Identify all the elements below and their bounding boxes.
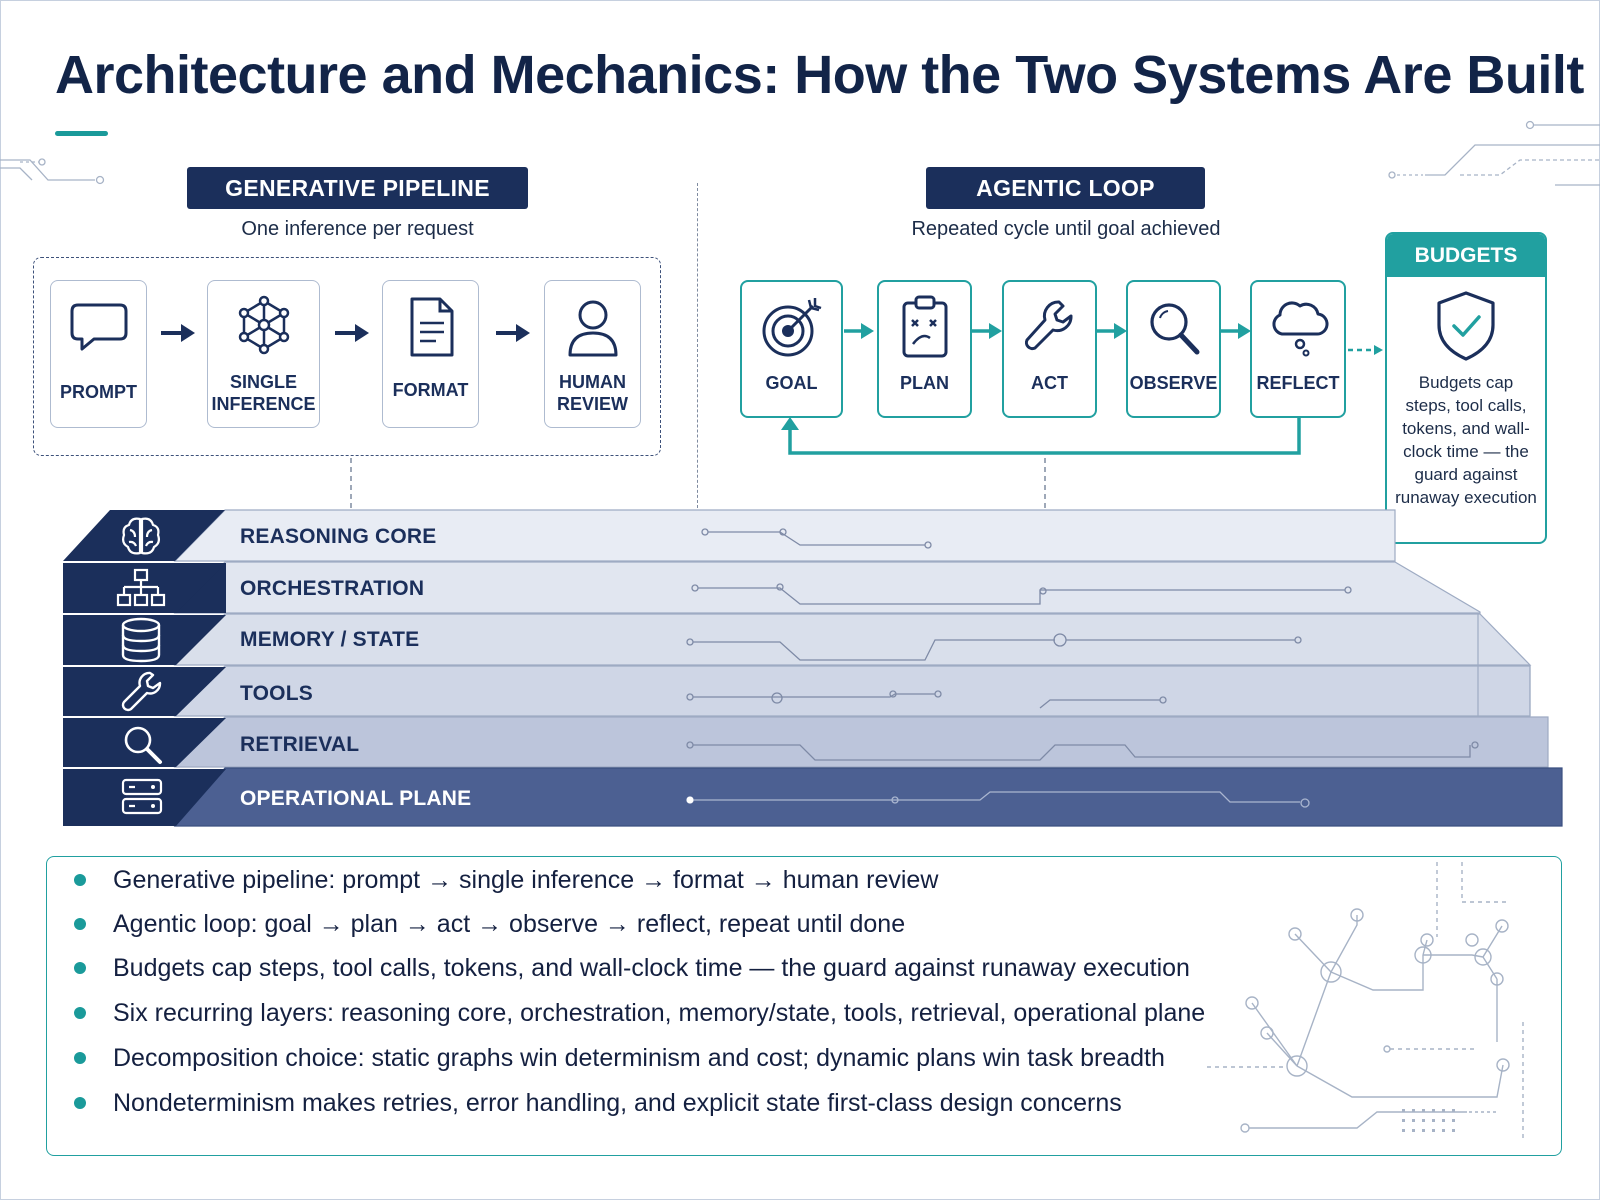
bullet-item: Nondeterminism makes retries, error hand… <box>74 1088 1122 1118</box>
circuit-decoration-bottom-right <box>1207 862 1524 1142</box>
step-format: FORMAT <box>382 280 479 428</box>
step-goal: GOAL <box>740 280 843 418</box>
document-icon <box>410 297 453 357</box>
agentic-loop-header: AGENTIC LOOP <box>926 167 1205 209</box>
arrow-icon <box>335 324 369 342</box>
layer-memory-state: MEMORY / STATE <box>240 628 420 651</box>
bullet-text: Decomposition choice: static graphs win … <box>113 1043 1165 1072</box>
database-icon <box>121 617 161 663</box>
brain-icon <box>122 517 160 555</box>
bullet-text: Six recurring layers: reasoning core, or… <box>113 998 1206 1027</box>
agentic-loop-subtitle: Repeated cycle until goal achieved <box>911 218 1221 240</box>
section-divider <box>697 183 698 513</box>
bullet-text: Generative pipeline: prompt → single inf… <box>113 865 939 894</box>
step-label: GOAL <box>765 373 818 393</box>
bullet-text: Agentic loop: goal → plan → act → observ… <box>113 909 906 938</box>
page-title: Architecture and Mechanics: How the Two … <box>55 45 1584 105</box>
step-label: PLAN <box>900 373 949 393</box>
summary-bullets-panel: Generative pipeline: prompt → single inf… <box>46 856 1562 1156</box>
wrench-icon <box>1024 300 1072 351</box>
clipboard-icon <box>902 295 947 358</box>
arrow-icon <box>496 324 530 342</box>
arrow-icon <box>1221 323 1251 339</box>
layer-operational-plane: OPERATIONAL PLANE <box>240 787 472 810</box>
step-label: ACT <box>1031 373 1068 393</box>
step-label: FORMAT <box>392 380 469 400</box>
server-icon <box>121 778 163 815</box>
dashed-arrow-to-budgets <box>1348 345 1383 355</box>
title-accent-bar <box>55 131 108 136</box>
generative-pipeline-subtitle: One inference per request <box>241 218 474 240</box>
bullet-text: Nondeterminism makes retries, error hand… <box>113 1088 1122 1117</box>
target-icon <box>762 298 821 357</box>
bullet-dot <box>74 962 86 974</box>
layer-reasoning-core: REASONING CORE <box>240 525 437 548</box>
layer-bands <box>173 509 1563 827</box>
step-act: ACT <box>1002 280 1097 418</box>
shield-check-icon <box>1437 291 1495 361</box>
bullet-item: Budgets cap steps, tool calls, tokens, a… <box>74 953 1190 983</box>
bullet-dot <box>74 918 86 930</box>
circuit-decoration-top-left <box>0 158 105 185</box>
step-label: OBSERVE <box>1129 373 1218 393</box>
magnifier-icon <box>1149 303 1199 355</box>
loop-return-arrow <box>781 417 1301 455</box>
step-human-review: HUMAN REVIEW <box>544 280 641 428</box>
bullet-dot <box>74 1052 86 1064</box>
arrow-icon <box>161 324 195 342</box>
bullet-item: Generative pipeline: prompt → single inf… <box>74 865 938 895</box>
bullet-item: Decomposition choice: static graphs win … <box>74 1043 1165 1073</box>
budgets-description: Budgets cap steps, tool calls, tokens, a… <box>1395 373 1537 507</box>
generative-pipeline-frame <box>33 257 661 456</box>
hierarchy-icon <box>116 568 166 607</box>
arrow-icon <box>844 323 874 339</box>
arrow-icon <box>1097 323 1127 339</box>
wrench-icon <box>121 671 162 712</box>
thought-cloud-icon <box>1272 301 1329 357</box>
network-icon <box>238 295 289 355</box>
step-label: SINGLE INFERENCE <box>211 372 316 414</box>
speech-bubble-icon <box>70 303 127 351</box>
step-label: PROMPT <box>59 382 137 402</box>
generative-pipeline-header: GENERATIVE PIPELINE <box>187 167 528 209</box>
step-prompt: PROMPT <box>50 280 147 428</box>
bullet-item: Agentic loop: goal → plan → act → observ… <box>74 909 905 939</box>
step-single-inference: SINGLE INFERENCE <box>207 280 320 428</box>
layer-orchestration: ORCHESTRATION <box>240 577 425 600</box>
bullet-text: Budgets cap steps, tool calls, tokens, a… <box>113 953 1190 982</box>
magnifier-icon <box>124 726 162 764</box>
bullet-dot <box>74 1097 86 1109</box>
bullet-item: Six recurring layers: reasoning core, or… <box>74 998 1205 1028</box>
layer-tools: TOOLS <box>240 682 313 705</box>
budgets-card: BUDGETS Budgets cap steps, tool calls, t… <box>1385 232 1547 544</box>
bullet-dot <box>74 1007 86 1019</box>
connector-lines <box>350 458 1046 520</box>
step-observe: OBSERVE <box>1126 280 1221 418</box>
layer-retrieval: RETRIEVAL <box>240 733 360 756</box>
circuit-decoration-top-right <box>1388 120 1600 186</box>
step-label: REFLECT <box>1256 373 1340 393</box>
budgets-header: BUDGETS <box>1387 234 1545 277</box>
step-plan: PLAN <box>877 280 972 418</box>
person-icon <box>568 300 617 357</box>
arrow-icon <box>972 323 1002 339</box>
bullet-dot <box>74 874 86 886</box>
step-reflect: REFLECT <box>1250 280 1346 418</box>
step-label: HUMAN REVIEW <box>556 372 628 414</box>
